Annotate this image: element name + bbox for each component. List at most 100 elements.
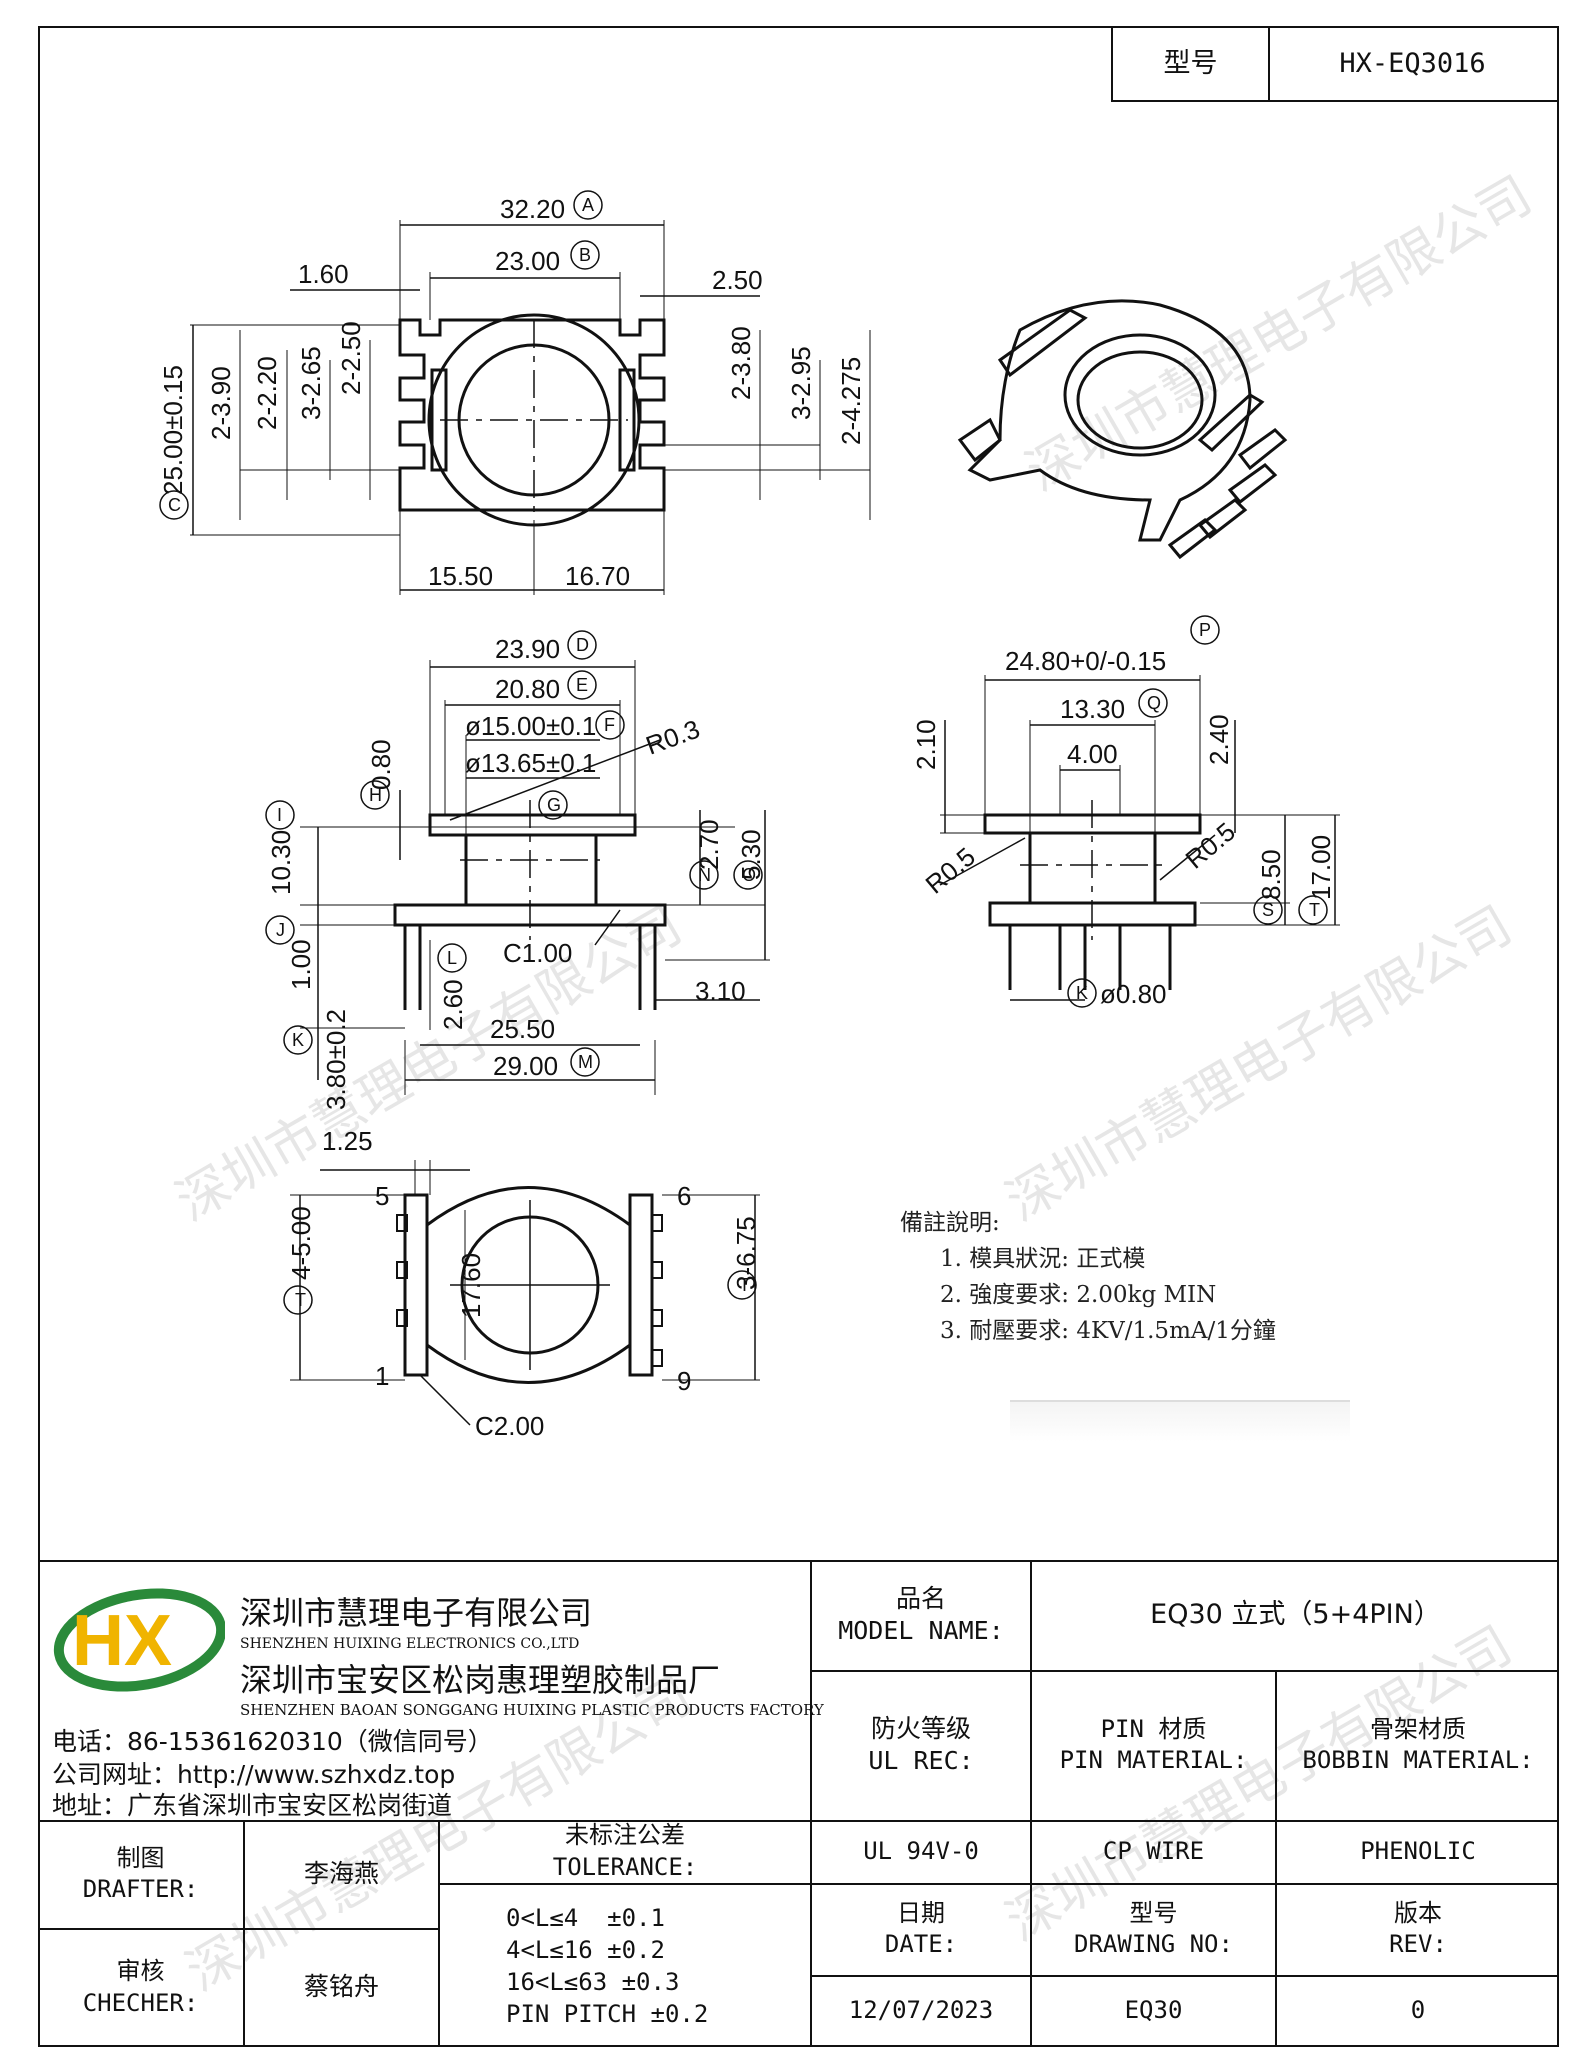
dim-pin: ø0.80 (1100, 979, 1167, 1009)
top-view (190, 220, 871, 595)
dim-bottom-left: 15.50 (428, 561, 493, 591)
tolerance-label: 未标注公差 TOLERANCE: (552, 1821, 698, 1881)
model-name-label: 品名 MODEL NAME: (838, 1583, 1004, 1646)
drawing-frame (38, 26, 1559, 2047)
note-item: 2. 強度要求: 2.00kg MIN (940, 1282, 1217, 1308)
tag-q: Q (1138, 688, 1168, 718)
dim-q: 13.30 (1060, 694, 1125, 724)
tag-l500: T (283, 1285, 313, 1315)
pin-9-label: 9 (677, 1366, 691, 1396)
svg-text:G: G (547, 795, 561, 815)
dim-400: 4.00 (1067, 739, 1118, 769)
svg-text:O: O (742, 865, 756, 885)
company-website: 公司网址：http://www.szhxdz.top (52, 1760, 456, 1789)
date-label: 日期 DATE: (884, 1898, 958, 1958)
drafter-label: 制图 DRAFTER: (82, 1843, 199, 1903)
pasted-artifact (1010, 1400, 1350, 1442)
isometric-view (957, 299, 1288, 560)
dim-bottom-right: 16.70 (565, 561, 630, 591)
svg-text:T: T (739, 1275, 750, 1295)
dim-g: ø13.65±0.1 (465, 748, 596, 778)
bottom-view (290, 1160, 760, 1426)
checker-label: 审核 CHECHER: (82, 1957, 199, 2017)
svg-text:B: B (579, 245, 591, 265)
company-en: SHENZHEN HUIXING ELECTRONICS CO.,LTD (240, 1636, 580, 1652)
dim-right-gap: 2.50 (712, 265, 763, 295)
dim-m: 29.00 (493, 1051, 558, 1081)
svg-text:J: J (276, 920, 285, 940)
dim-r2: 3-2.95 (786, 346, 816, 420)
company-phone: 电话：86-15361620310（微信同号） (52, 1727, 493, 1756)
tag-d: D (567, 630, 597, 660)
company-cn: 深圳市慧理电子有限公司 (240, 1594, 593, 1632)
dim-s: 8.50 (1256, 849, 1286, 900)
note-item: 3. 耐壓要求: 4KV/1.5mA/1分鐘 (940, 1318, 1276, 1344)
tag-m: M (570, 1047, 600, 1077)
dim-1760: 17.60 (456, 1253, 486, 1318)
dim-240: 2.40 (1204, 714, 1234, 765)
dim-r675: 3-6.75 (731, 1216, 761, 1290)
svg-text:K: K (1076, 983, 1088, 1003)
dim-l1: 2-3.90 (206, 366, 236, 440)
dim-b: 23.00 (495, 246, 560, 276)
dim-l3: 3-2.65 (296, 346, 326, 420)
dim-r3: 2-4.275 (836, 357, 866, 445)
tolerance-row: 16<L≤63 ±0.3 (506, 1968, 680, 1996)
dim-a: 32.20 (500, 194, 565, 224)
tag-n: N (689, 860, 719, 890)
dim-left-gap: 1.60 (298, 259, 349, 289)
dim-r1: 2-3.80 (726, 326, 756, 400)
pin-material-label: PIN 材质 PIN MATERIAL: (1059, 1714, 1248, 1774)
dim-f: ø15.00±0.1 (465, 711, 596, 741)
tag-pin: K (1067, 978, 1097, 1008)
dim-d: 23.90 (495, 634, 560, 664)
tag-r675: T (727, 1270, 757, 1300)
tag-c: C (159, 490, 189, 520)
dim-t: 17.00 (1306, 835, 1336, 900)
pin-value: CP WIRE (1102, 1836, 1205, 1865)
rev-label: 版本 REV: (1389, 1898, 1447, 1958)
svg-text:L: L (447, 948, 457, 968)
bobbin-value: PHENOLIC (1360, 1836, 1476, 1865)
tag-l: L (437, 943, 467, 973)
tolerance-row: 4<L≤16 ±0.2 (506, 1936, 665, 1964)
dim-p: 24.80+0/-0.15 (1005, 646, 1166, 676)
dim-pin-off: 3.10 (695, 976, 746, 1006)
dim-c200: C2.00 (475, 1411, 544, 1441)
svg-text:C: C (168, 495, 181, 515)
bobbin-material-label: 骨架材质 BOBBIN MATERIAL: (1302, 1714, 1534, 1774)
ul-value: UL 94V-0 (863, 1836, 979, 1865)
dim-r-left: R0.5 (920, 841, 981, 899)
svg-text:T: T (295, 1290, 306, 1310)
side-view (939, 675, 1340, 1001)
tag-k: K (283, 1025, 313, 1055)
dim-c: 25.00±0.15 (158, 365, 188, 495)
dim-radius: R0.3 (642, 714, 704, 761)
tolerance-rows: 0<L≤4 ±0.1 4<L≤16 ±0.2 16<L≤63 ±0.3 PIN … (440, 1885, 810, 2047)
dim-e: 20.80 (495, 674, 560, 704)
factory-en: SHENZHEN BAOAN SONGGANG HUIXING PLASTIC … (240, 1701, 824, 1719)
ul-rec-label: 防火等级 UL REC: (868, 1713, 974, 1776)
tag-p: P (1190, 615, 1220, 645)
model-name-value: EQ30 立式（5+4PIN） (1150, 1599, 1441, 1631)
drawing-no-label: 型号 DRAWING NO: (1074, 1898, 1233, 1958)
notes-title: 備註說明: (900, 1210, 1000, 1236)
dim-j: 1.00 (286, 939, 316, 990)
dim-l: 2.60 (438, 979, 468, 1030)
date-value: 12/07/2023 (848, 1996, 994, 2025)
svg-text:I: I (277, 805, 282, 825)
tolerance-row: PIN PITCH ±0.2 (506, 2000, 709, 2028)
svg-text:F: F (604, 715, 615, 735)
tag-s: S (1253, 895, 1283, 925)
dim-l500: 4-5.00 (286, 1206, 316, 1280)
dim-2550: 25.50 (490, 1014, 555, 1044)
svg-text:E: E (576, 675, 588, 695)
pin-5-label: 5 (375, 1181, 389, 1211)
dim-chamfer: C1.00 (503, 938, 572, 968)
tag-t: T (1298, 895, 1328, 925)
tag-a: A (573, 190, 603, 220)
pin-6-label: 6 (677, 1181, 691, 1211)
rev-value: 0 (1410, 1996, 1426, 2025)
svg-text:S: S (1262, 900, 1274, 920)
checker-name: 蔡铭舟 (303, 1972, 379, 2002)
